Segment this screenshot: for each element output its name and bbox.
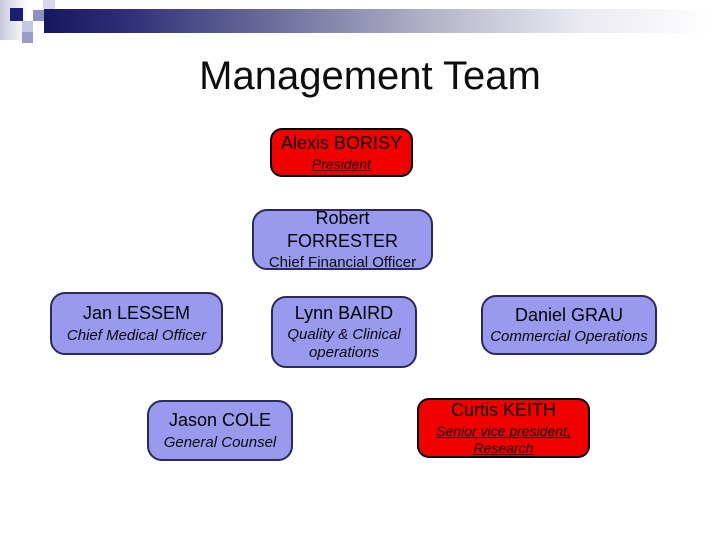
person-role: Senior vice president, Research bbox=[436, 423, 571, 457]
person-role: President bbox=[311, 156, 372, 173]
person-role: General Counsel bbox=[163, 433, 277, 451]
ornament-mid-square bbox=[33, 10, 45, 21]
person-name: Jan LESSEM bbox=[82, 303, 191, 324]
person-role: Chief Medical Officer bbox=[66, 326, 207, 344]
person-role: Commercial Operations bbox=[490, 328, 648, 346]
org-box-cmo: Jan LESSEM Chief Medical Officer bbox=[50, 292, 223, 355]
person-name: Alexis BORISY bbox=[280, 132, 403, 153]
org-box-commercial: Daniel GRAU Commercial Operations bbox=[481, 295, 657, 355]
ornament-pale-square bbox=[22, 21, 33, 32]
org-box-president: Alexis BORISY President bbox=[270, 128, 413, 177]
person-role: Chief Financial Officer bbox=[268, 254, 417, 271]
org-box-general-counsel: Jason COLE General Counsel bbox=[147, 400, 293, 461]
org-box-quality-clinical: Lynn BAIRD Quality & Clinical operations bbox=[271, 296, 417, 368]
ornament-pale-square-top bbox=[43, 0, 55, 10]
org-box-cfo: Robert FORRESTER Chief Financial Officer bbox=[252, 208, 433, 271]
person-name: Robert FORRESTER bbox=[286, 208, 398, 251]
ornament-navy-square bbox=[10, 8, 23, 21]
slide-title: Management Team bbox=[199, 54, 541, 98]
ornament-gradient-bar bbox=[44, 9, 712, 33]
ornament-purple-square bbox=[22, 32, 33, 43]
person-name: Jason COLE bbox=[168, 410, 272, 431]
org-box-svp-research: Curtis KEITH Senior vice president, Rese… bbox=[417, 398, 590, 458]
person-name: Daniel GRAU bbox=[514, 304, 624, 325]
person-name: Lynn BAIRD bbox=[294, 302, 394, 323]
person-name: Curtis KEITH bbox=[450, 399, 556, 420]
person-role: Quality & Clinical operations bbox=[287, 326, 401, 362]
